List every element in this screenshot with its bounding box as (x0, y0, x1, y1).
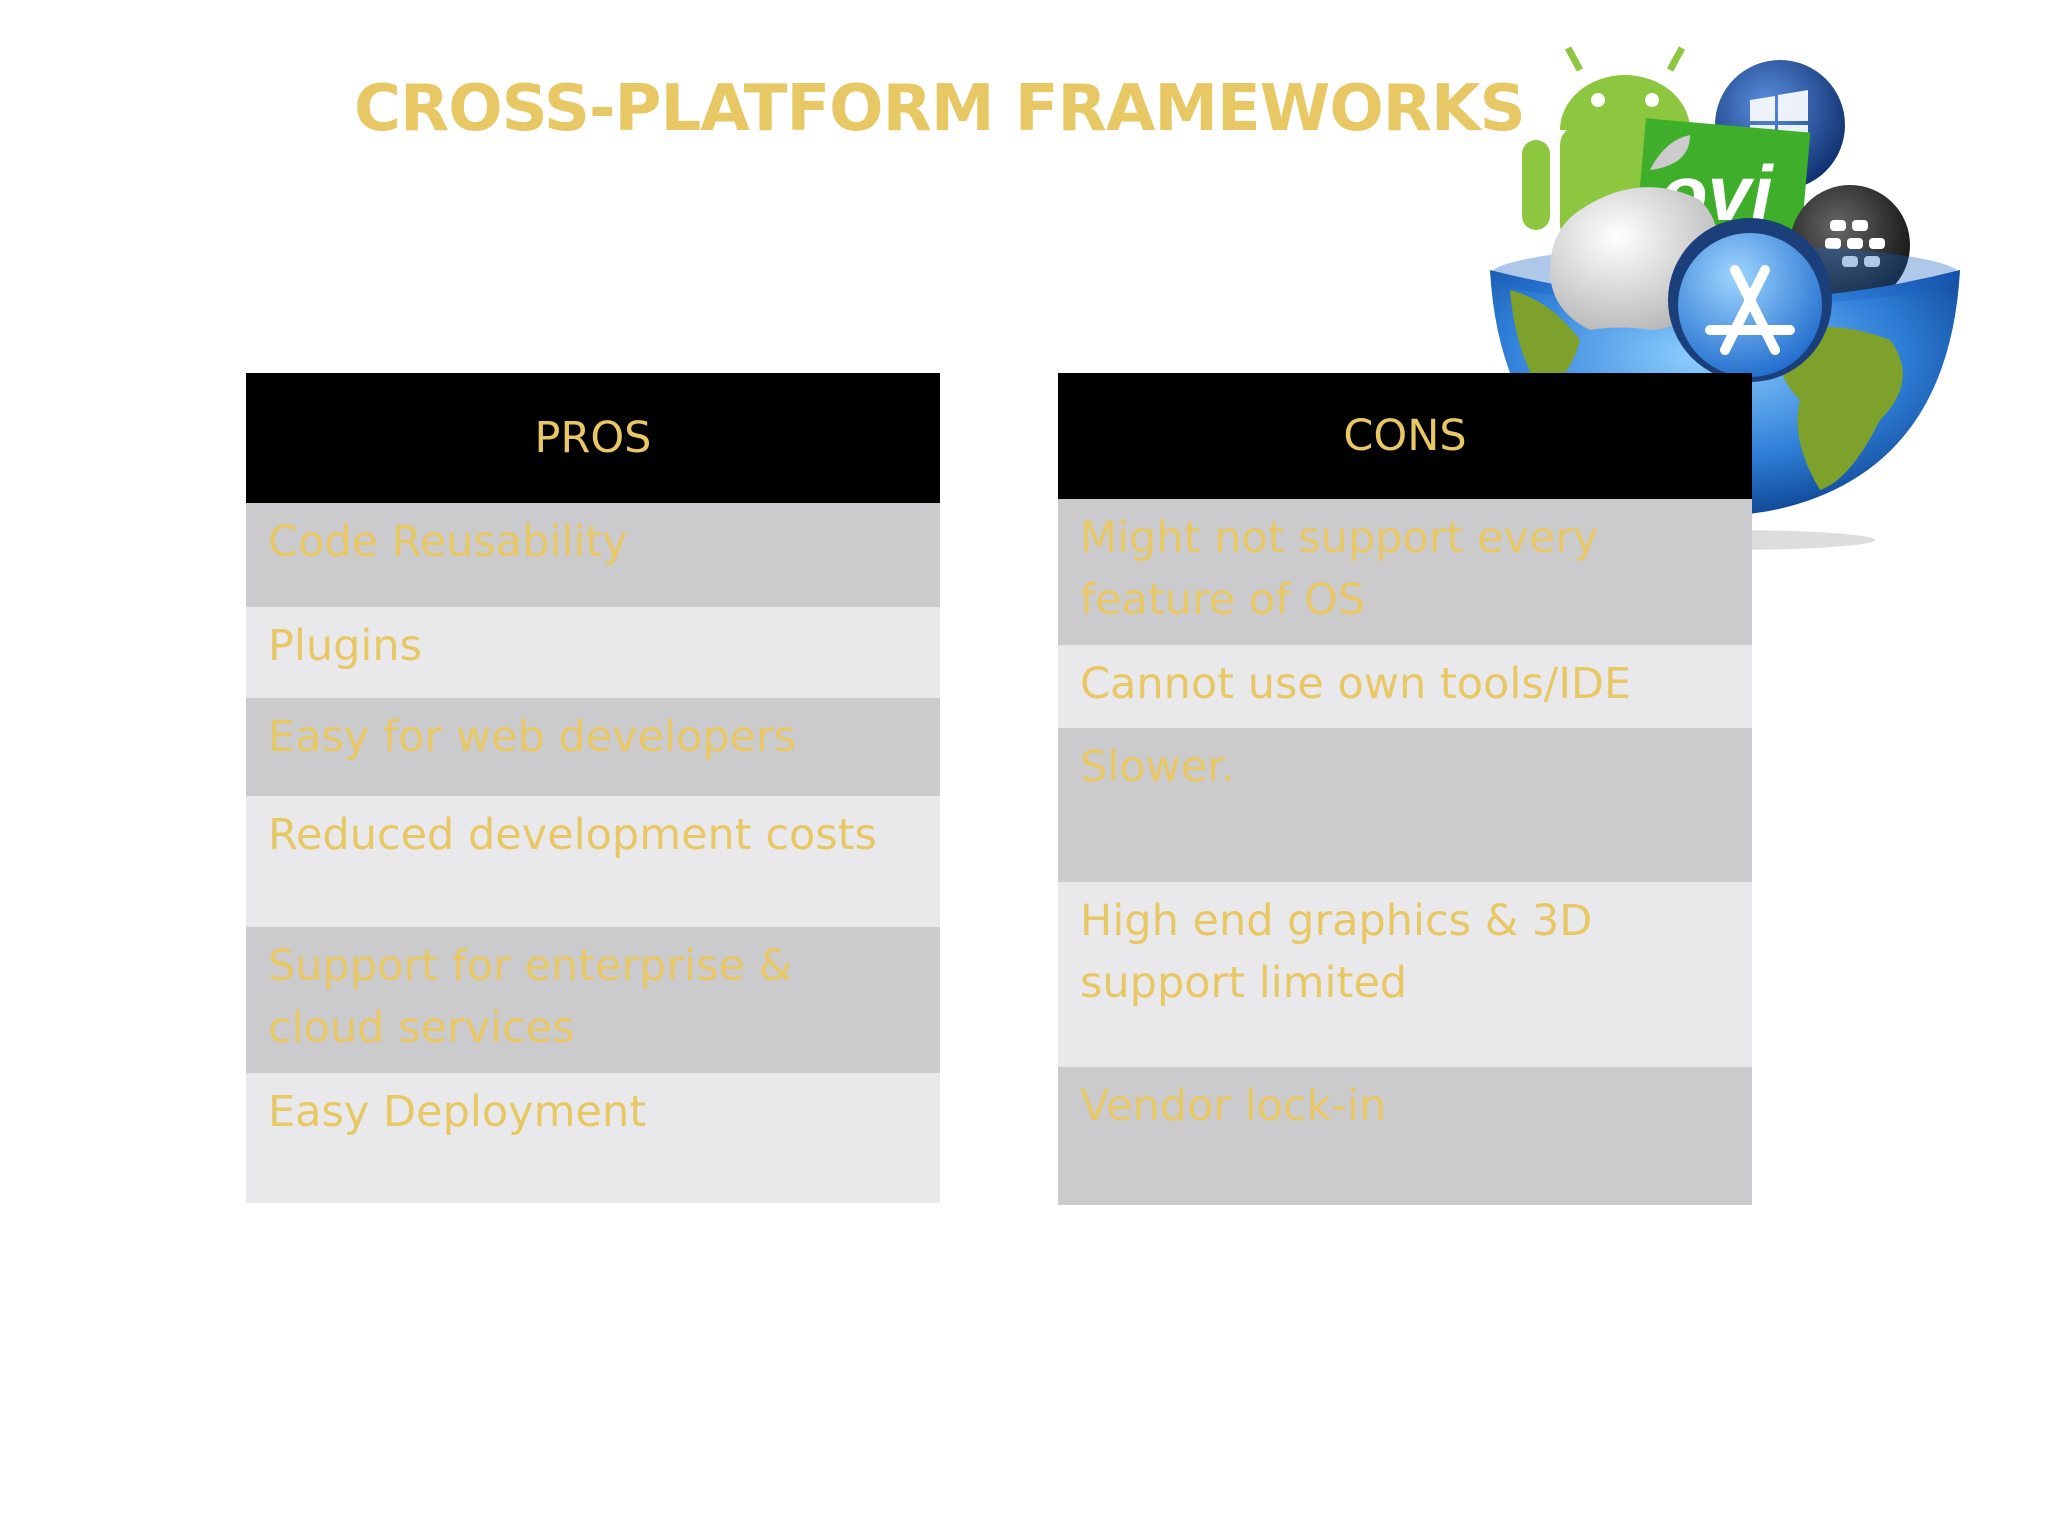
pros-row: Easy for web developers (246, 698, 940, 796)
pros-row: Code Reusability (246, 503, 940, 607)
pros-row: Reduced development costs (246, 796, 940, 927)
pros-header: PROS (246, 373, 940, 503)
cons-row: High end graphics & 3D support limited (1058, 882, 1752, 1067)
cons-header-label: CONS (1343, 411, 1467, 461)
cons-row: Slower. (1058, 728, 1752, 882)
pros-row: Easy Deployment (246, 1073, 940, 1203)
cons-row: Might not support every feature of OS (1058, 499, 1752, 645)
cons-row: Vendor lock-in (1058, 1067, 1752, 1205)
pros-table: PROS Code Reusability Plugins Easy for w… (246, 373, 940, 1203)
slide-title: CROSS-PLATFORM FRAMEWORKS (354, 72, 1526, 146)
cons-row: Cannot use own tools/IDE (1058, 645, 1752, 728)
pros-header-label: PROS (534, 413, 652, 463)
cons-table: CONS Might not support every feature of … (1058, 373, 1752, 1205)
cons-header: CONS (1058, 373, 1752, 499)
pros-row: Plugins (246, 607, 940, 698)
pros-row: Support for enterprise & cloud services (246, 927, 940, 1073)
